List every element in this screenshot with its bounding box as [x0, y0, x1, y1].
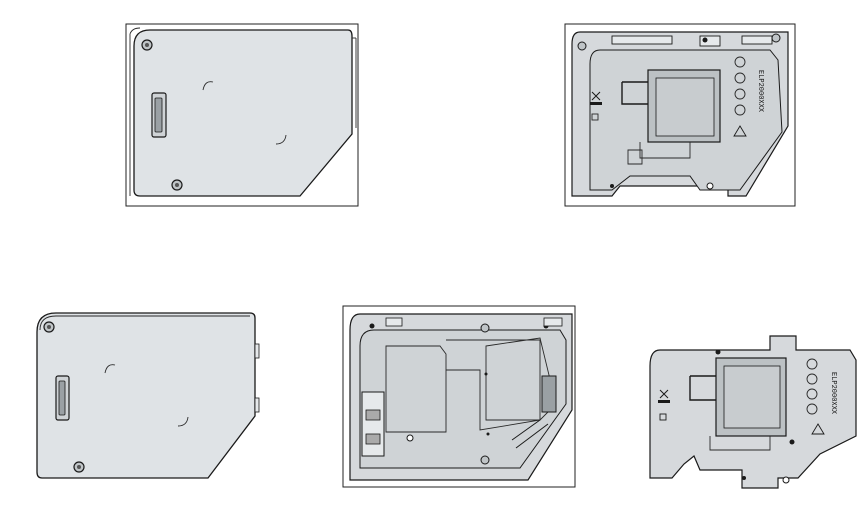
lamp-cover-view-1 [125, 23, 359, 207]
cover-plate [36, 312, 256, 479]
view-2-frame [564, 23, 796, 207]
screw-icon [480, 323, 490, 333]
hook-mark [275, 134, 287, 145]
hook-mark [177, 416, 189, 427]
round-mark-icon [806, 388, 818, 400]
view-4-frame [342, 305, 576, 488]
lamp-housing-inside-view [342, 305, 576, 488]
hook-mark [104, 364, 116, 374]
lamp-cover-view-2 [36, 312, 260, 479]
lamp-module-view: ELP2000XXX [649, 335, 857, 489]
connector-block [361, 391, 385, 457]
lamp-handle [621, 81, 648, 105]
cover-side-edge [129, 27, 141, 196]
screw-icon [577, 41, 587, 51]
hook-mark [202, 81, 214, 91]
recycle-icon [733, 125, 747, 137]
round-mark-icon [734, 88, 746, 100]
screw-icon [771, 33, 781, 43]
housing-floor [359, 329, 567, 469]
cover-plate [133, 29, 353, 197]
recycle-icon [811, 423, 825, 435]
round-mark-icon [734, 72, 746, 84]
part-number-label: ELP2000XXX [756, 70, 764, 113]
round-mark-icon [806, 358, 818, 370]
lamp-handle [689, 375, 716, 401]
screw-icon [480, 455, 490, 465]
round-mark-icon [806, 373, 818, 385]
part-number-label: ELP2000XXX [829, 372, 837, 415]
contact-spring [541, 375, 557, 413]
view-1-frame [125, 23, 359, 207]
round-mark-icon [734, 104, 746, 116]
lamp-housing-view-1: ELP2000XXX [564, 23, 796, 207]
round-mark-icon [806, 403, 818, 415]
round-mark-icon [734, 56, 746, 68]
